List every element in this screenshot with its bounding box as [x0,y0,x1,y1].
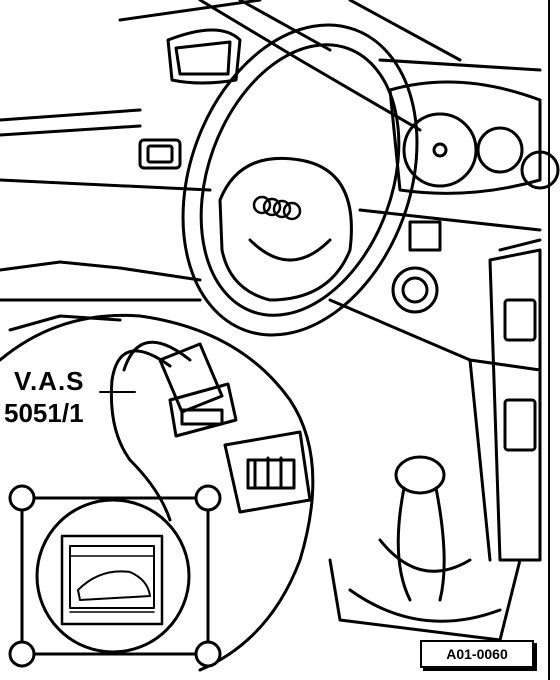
side-mirror [166,28,242,85]
gear-shifter [328,455,522,642]
figure-reference-number: A01-0060 [446,646,508,662]
tester-label-line1: V.A.S [14,366,85,396]
windshield-frame [118,0,462,132]
figure-reference-box: A01-0060 [420,640,534,668]
diagnostic-connector-port [223,430,312,514]
tester-label-line2: 5051/1 [4,398,84,428]
dashboard [328,58,542,372]
tester-cable [109,340,192,522]
ignition-switch [391,220,442,314]
center-console [468,248,542,562]
left-air-vent [138,138,182,170]
instrument-cluster [388,80,560,195]
audi-rings-logo [252,195,302,221]
magnified-inset [0,313,315,672]
vas-5051-tester [8,484,222,668]
obd-plug [158,342,238,438]
door-panel [0,108,212,332]
